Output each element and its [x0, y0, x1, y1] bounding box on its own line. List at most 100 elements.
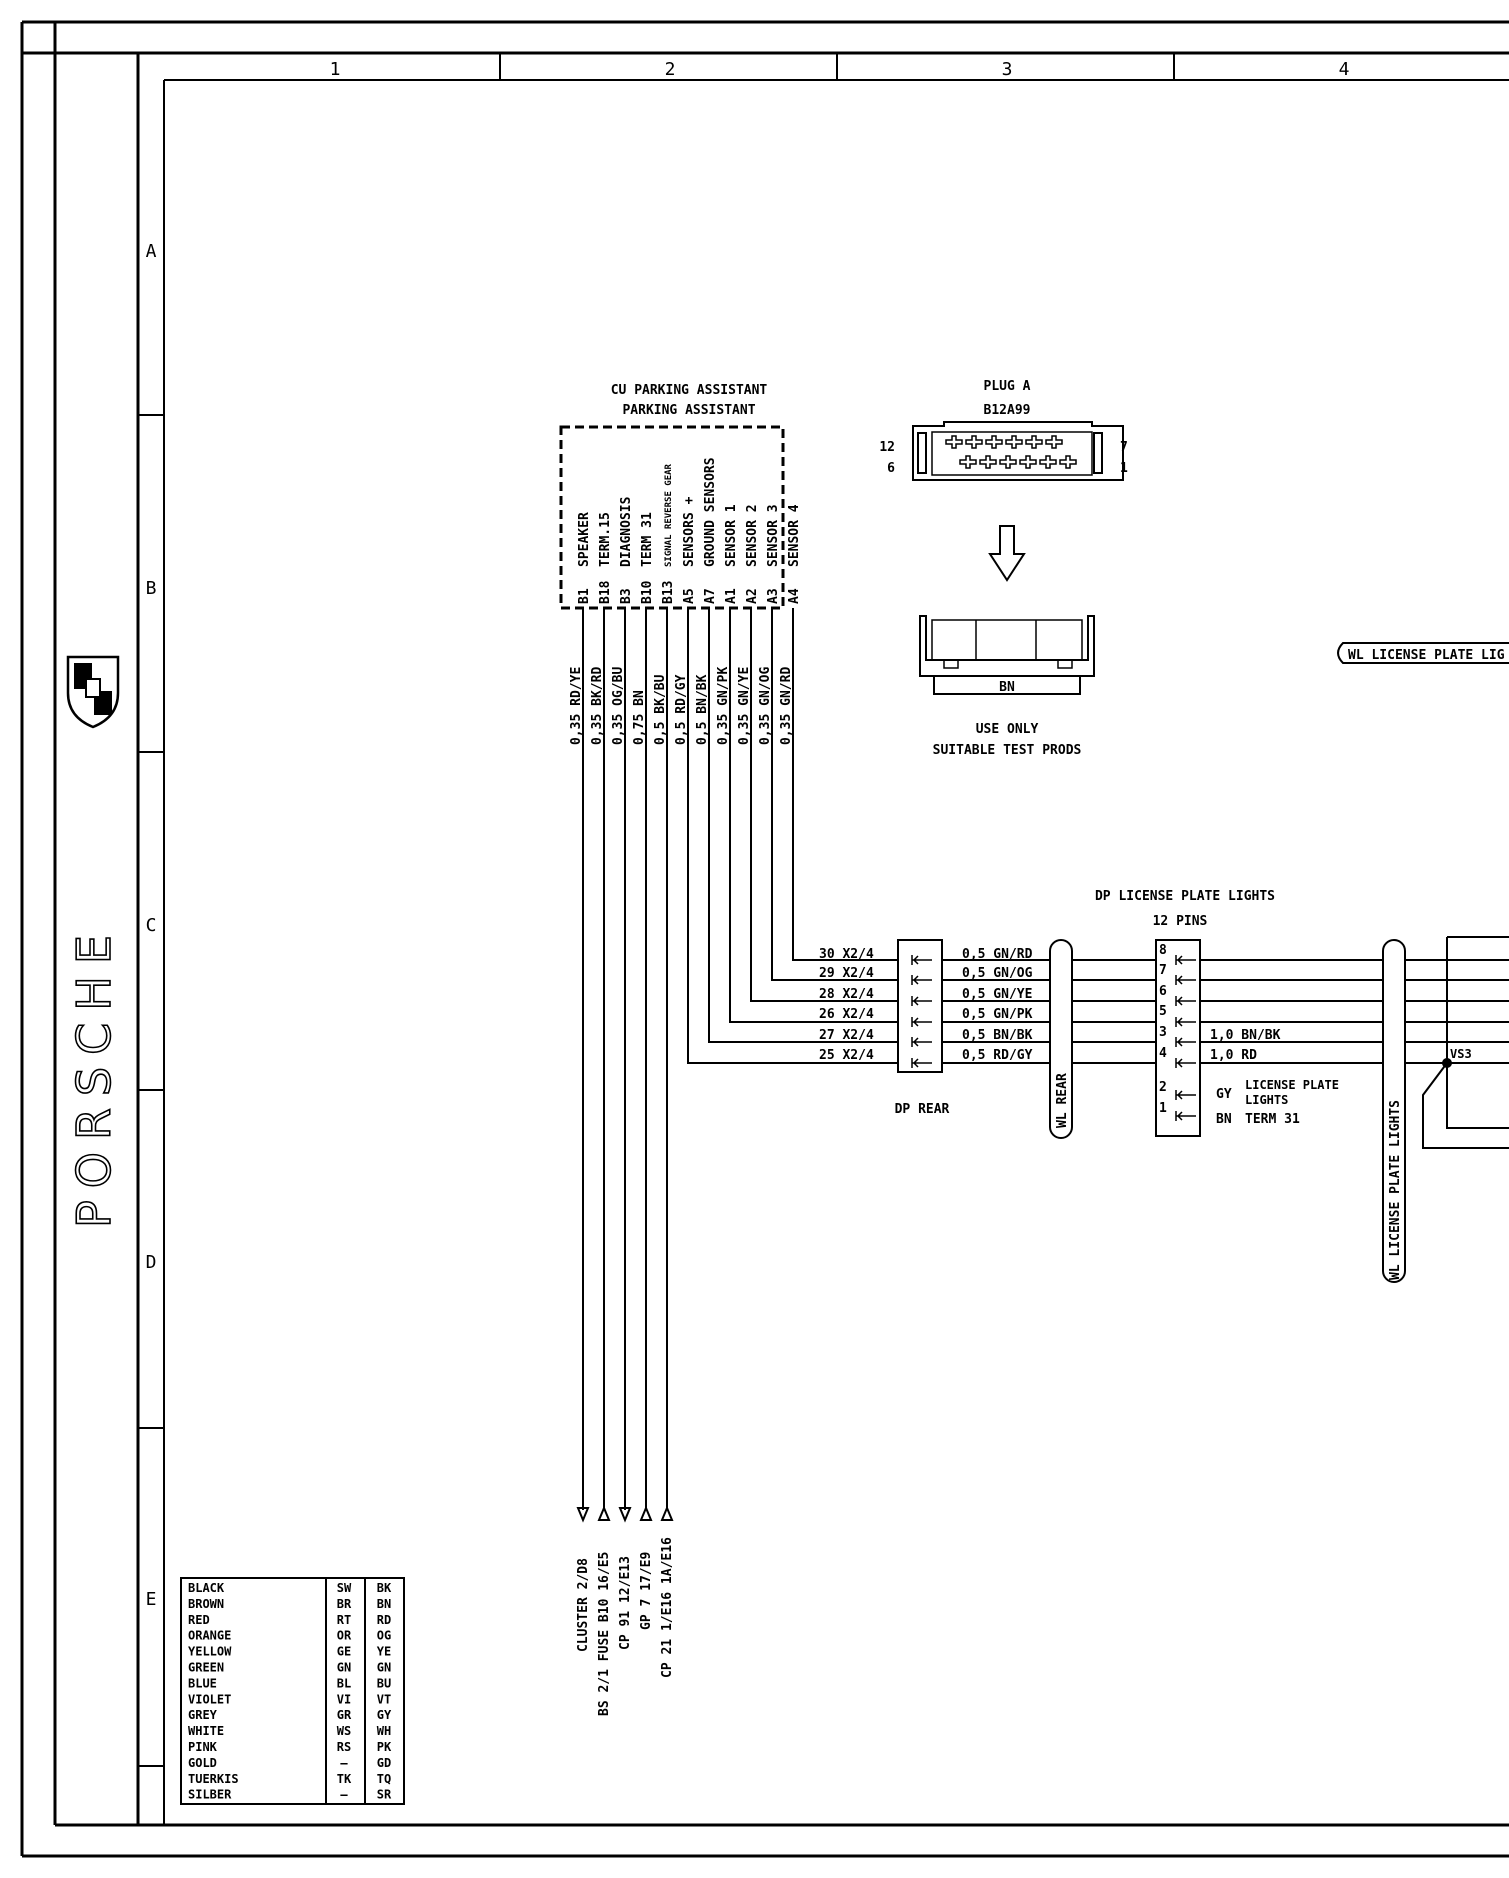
arrow-up-icon: [660, 1505, 674, 1521]
dp-license-subtitle: 12 PINS: [1153, 914, 1208, 929]
legend-german-code: SW: [337, 1581, 352, 1595]
plug-connector-face: [912, 421, 1124, 481]
row-label: B: [146, 578, 157, 599]
legend-german-code: OR: [337, 1629, 352, 1643]
dp-license-pin: 6: [1159, 984, 1167, 999]
wire-label: 0,35 GN/YE: [737, 667, 752, 745]
dp-license-connector: [1155, 939, 1201, 1137]
pin-label: SENSOR 1: [724, 504, 739, 567]
legend-english-code: SR: [377, 1788, 392, 1802]
pin2-label: LIGHTS: [1245, 1093, 1288, 1107]
plug-pin-number: 1: [1120, 461, 1128, 476]
legend-german-code: GE: [337, 1645, 351, 1659]
legend-english-code: RD: [377, 1613, 391, 1627]
destination-label: BS 2/1 FUSE B10 16/E5: [597, 1552, 612, 1716]
splice-label: VS3: [1450, 1047, 1472, 1061]
control-unit-subtitle: PARKING ASSISTANT: [622, 403, 755, 418]
arrow-down-icon: [988, 525, 1026, 582]
pin-id: B3: [619, 588, 634, 604]
legend-color-name: GREY: [188, 1708, 218, 1722]
pin-id: A2: [745, 588, 760, 604]
wire-label: 0,5 BN/BK: [962, 1028, 1033, 1043]
destination-labels: CLUSTER 2/D8 BS 2/1 FUSE B10 16/E5 CP 91…: [576, 1537, 675, 1716]
plug-note: USE ONLY: [976, 722, 1039, 737]
pin-id: A7: [703, 588, 718, 604]
control-unit-pin-labels: SPEAKER TERM.15 DIAGNOSIS TERM 31 SIGNAL…: [577, 457, 802, 604]
wl-license-label: WL LICENSE PLATE LIGHTS: [1388, 1100, 1403, 1280]
control-unit-title: CU PARKING ASSISTANT: [611, 383, 768, 398]
wire-label: 0,5 BN/BK: [695, 674, 710, 745]
legend-color-name: TUERKIS: [188, 1772, 239, 1786]
legend-color-name: GOLD: [188, 1756, 217, 1770]
control-unit-wire-labels: 0,35 RD/YE 0,35 BK/RD 0,35 OG/BU 0,75 BN…: [569, 667, 794, 745]
legend-color-name: WHITE: [188, 1724, 224, 1738]
plug-code: B12A99: [984, 403, 1031, 418]
wire-label: 1,0 BN/BK: [1210, 1028, 1281, 1043]
wire-label: 0,5 GN/RD: [962, 947, 1033, 962]
dp-rear-connector: [897, 939, 943, 1073]
arrow-up-icon: [597, 1505, 611, 1521]
control-unit-wires: [582, 608, 1205, 1510]
wire-label: 0,5 GN/PK: [962, 1007, 1033, 1022]
pin-id: B10: [640, 580, 655, 604]
wire-label: 0,5 GN/YE: [962, 987, 1032, 1002]
legend-color-name: SILBER: [188, 1788, 232, 1802]
legend-german-code: GR: [337, 1708, 352, 1722]
dp-rear-pin: 29 X2/4: [819, 966, 874, 981]
legend-english-code: BU: [377, 1676, 391, 1690]
wl-rear-label: WL REAR: [1055, 1073, 1070, 1128]
arrow-down-icon: [618, 1507, 632, 1523]
row-label: D: [146, 1252, 157, 1273]
dp-rear-label: DP REAR: [895, 1102, 950, 1117]
pin-id: B18: [598, 580, 613, 604]
pin2-label: LICENSE PLATE: [1245, 1078, 1339, 1092]
dp-license-contacts: [1175, 955, 1196, 1121]
splice-vs3: [1422, 936, 1509, 1149]
column-label: 4: [1339, 59, 1350, 80]
wl-license-loom: [1382, 939, 1406, 1283]
pin-label: DIAGNOSIS: [619, 496, 634, 567]
grid-labels: 1 2 3 4 A B C D E: [146, 59, 1350, 1610]
pin-label: TERM 31: [640, 512, 655, 567]
legend-color-name: YELLOW: [188, 1645, 232, 1659]
legend-color-name: BROWN: [188, 1597, 224, 1611]
wl-rear-loom: [1049, 939, 1073, 1139]
legend-color-name: BLUE: [188, 1676, 217, 1690]
sheet-frame: [20, 20, 1509, 1858]
legend-color-name: GREEN: [188, 1661, 224, 1675]
wire-label: 0,5 RD/GY: [962, 1048, 1033, 1063]
plug-pin-number: 7: [1120, 440, 1128, 455]
wire-label: 0,75 BN: [632, 690, 647, 745]
plug-pin-number: 6: [887, 461, 895, 476]
wiring-loom-tag: [1337, 642, 1509, 664]
legend-german-code: TK: [337, 1772, 352, 1786]
legend-german-code: RS: [337, 1740, 351, 1754]
dp-license-pin: 2: [1159, 1080, 1167, 1095]
destination-label: CP 91 12/E13: [618, 1556, 633, 1650]
dp-rear-wire-labels: 0,5 GN/RD 0,5 GN/OG 0,5 GN/YE 0,5 GN/PK …: [962, 947, 1033, 1063]
wire-label: 0,35 RD/YE: [569, 667, 584, 745]
row-label: A: [146, 241, 157, 262]
arrow-down-icon: [576, 1507, 590, 1523]
column-label: 3: [1002, 59, 1013, 80]
dp-license-pin: 5: [1159, 1004, 1167, 1019]
pin-label: SIGNAL REVERSE GEAR: [664, 463, 674, 567]
dp-license-pin: 4: [1159, 1046, 1167, 1061]
pin-label: SENSOR 2: [745, 504, 760, 567]
legend-color-name: VIOLET: [188, 1692, 231, 1706]
legend-german-code: —: [340, 1756, 348, 1770]
row-label: C: [146, 915, 157, 936]
plug-title: PLUG A: [984, 379, 1031, 394]
pin-label: TERM.15: [598, 512, 613, 567]
wire-label: 0,5 RD/GY: [674, 674, 689, 745]
control-unit-box: [559, 425, 785, 610]
pin-id: A4: [787, 588, 802, 604]
wire-label: 0,35 GN/RD: [779, 667, 794, 745]
dp-license-pin: 3: [1159, 1025, 1167, 1040]
row-label: E: [146, 1589, 157, 1610]
wire-label: 1,0 RD: [1210, 1048, 1257, 1063]
porsche-brand-text: PORSCHE: [67, 923, 121, 1228]
plug-note: SUITABLE TEST PRODS: [933, 743, 1082, 758]
legend-german-code: WS: [337, 1724, 351, 1738]
